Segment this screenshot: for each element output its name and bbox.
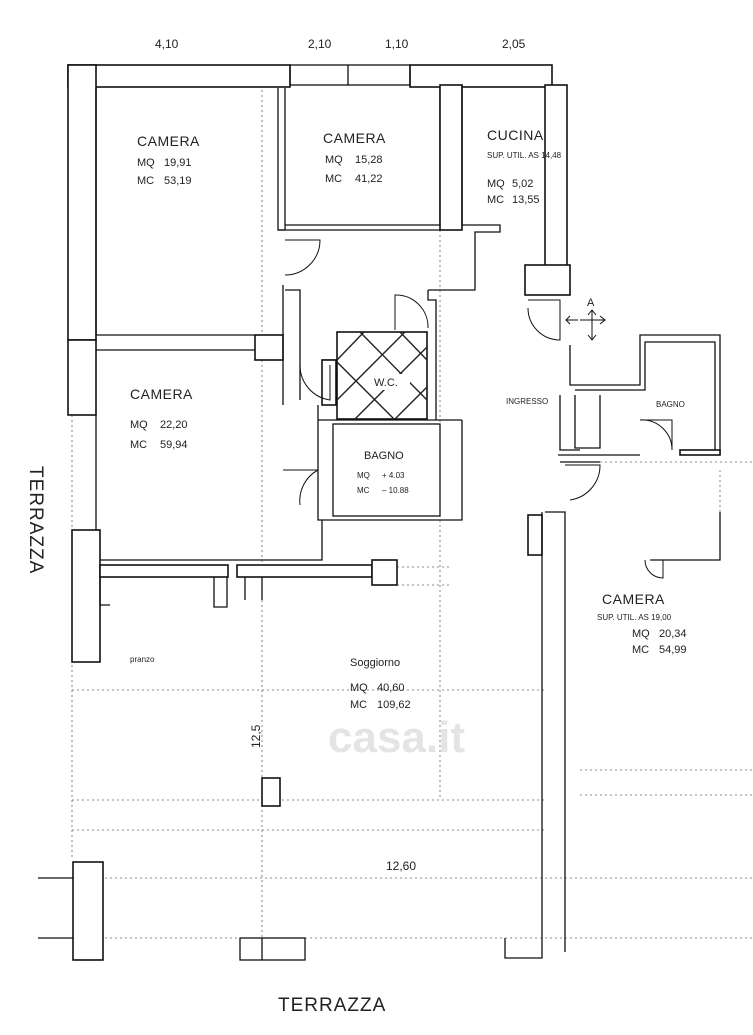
mq-label: MQ	[137, 157, 155, 169]
room-bagno-2: BAGNO	[656, 400, 685, 409]
room-name: CAMERA	[323, 130, 386, 146]
mq-label: MQ	[632, 628, 650, 640]
terrazza-left-label: TERRAZZA	[25, 466, 46, 574]
mq-value: 15,28	[355, 154, 383, 166]
room-camera-3: CAMERA MQ 22,20 MC 59,94	[130, 386, 193, 451]
room-name: CAMERA	[602, 591, 665, 607]
watermark-logo: casa.it	[328, 713, 465, 762]
mc-label: MC	[632, 644, 649, 656]
mc-value: 109,62	[377, 699, 411, 711]
mq-value: 20,34	[659, 628, 687, 640]
mq-value: 40,60	[377, 682, 405, 694]
mc-value: 59,94	[160, 439, 188, 451]
room-cucina: CUCINA SUP. UTIL. AS 14,48 MQ 5,02 MC 13…	[487, 127, 562, 206]
sup-util: SUP. UTIL. AS 14,48	[487, 151, 562, 160]
wc-hatch	[336, 331, 428, 420]
mc-value: – 10.88	[382, 486, 409, 495]
mc-label: MC	[357, 486, 370, 495]
mq-label: MQ	[487, 178, 505, 190]
room-bagno-1: BAGNO MQ + 4.03 MC – 10.88	[357, 450, 409, 495]
sup-util: SUP. UTIL. AS 19,00	[597, 613, 672, 622]
mq-label: MQ	[350, 682, 368, 694]
mq-label: MQ	[357, 471, 370, 480]
dim-top-2: 2,10	[308, 37, 332, 51]
mc-value: 54,99	[659, 644, 687, 656]
room-pranzo: pranzo	[130, 655, 155, 664]
room-name: CAMERA	[130, 386, 193, 402]
terrazza-bottom-label: TERRAZZA	[278, 995, 386, 1016]
mq-value: 5,02	[512, 178, 533, 190]
doors	[283, 239, 673, 579]
mc-label: MC	[325, 173, 342, 185]
room-ingresso: INGRESSO	[506, 397, 548, 406]
mq-label: MQ	[325, 154, 343, 166]
mq-value: 22,20	[160, 419, 188, 431]
mc-label: MC	[487, 194, 504, 206]
mq-value: + 4.03	[382, 471, 405, 480]
mc-value: 41,22	[355, 173, 383, 185]
room-soggiorno: Soggiorno MQ 40,60 MC 109,62	[350, 657, 411, 711]
room-camera-2: CAMERA MQ 15,28 MC 41,22	[323, 130, 386, 185]
room-wc: W.C.	[374, 377, 398, 389]
mc-label: MC	[350, 699, 367, 711]
dim-vertical: 12,5	[249, 724, 263, 748]
mc-label: MC	[137, 175, 154, 187]
room-camera-4: CAMERA SUP. UTIL. AS 19,00 MQ 20,34 MC 5…	[597, 591, 687, 656]
dim-top-3: 1,10	[385, 37, 409, 51]
mc-value: 13,55	[512, 194, 540, 206]
construction-lines	[40, 85, 753, 960]
walls	[38, 64, 721, 961]
mc-value: 53,19	[164, 175, 192, 187]
room-name: CAMERA	[137, 133, 200, 149]
mc-label: MC	[130, 439, 147, 451]
entrance-arrows	[565, 309, 606, 341]
entrance-marker: A	[587, 297, 595, 309]
dim-horizontal: 12,60	[386, 859, 416, 873]
room-name: BAGNO	[364, 450, 404, 462]
room-name: Soggiorno	[350, 657, 400, 669]
room-name: CUCINA	[487, 127, 544, 143]
dim-top-4: 2,05	[502, 37, 526, 51]
dim-top-1: 4,10	[155, 37, 179, 51]
mq-value: 19,91	[164, 157, 192, 169]
mq-label: MQ	[130, 419, 148, 431]
room-camera-1: CAMERA MQ 19,91 MC 53,19	[137, 133, 200, 187]
